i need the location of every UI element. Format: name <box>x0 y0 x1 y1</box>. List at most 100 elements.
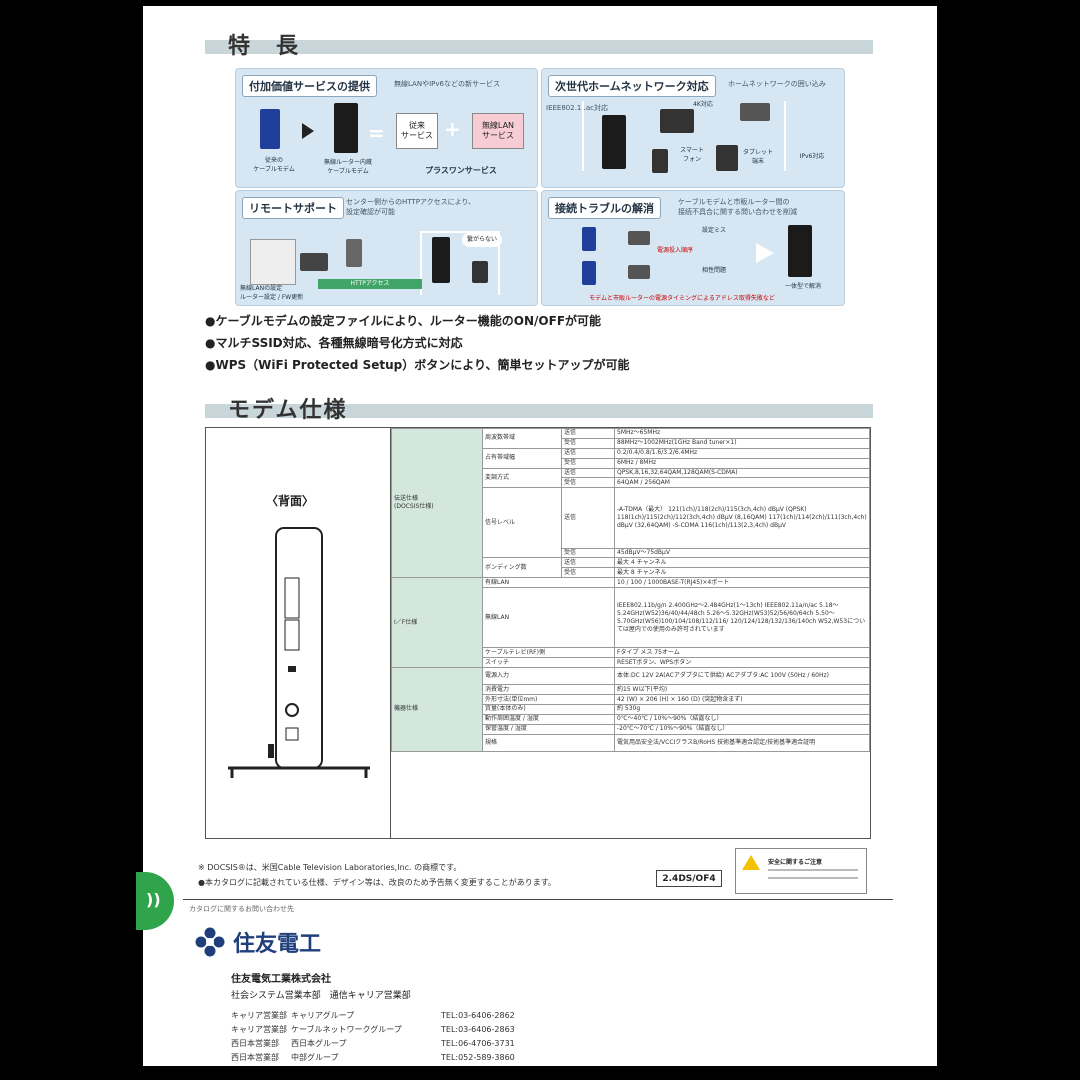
spec-value: IEEE802.11b/g/n 2.400GHz～2.484GHz(1～13ch… <box>614 587 870 649</box>
contact-tel: TEL:06-4706-3731 <box>441 1039 515 1048</box>
features-section-bar <box>205 40 873 54</box>
panel-title: 次世代ホームネットワーク対応 <box>548 75 716 97</box>
spec-item: 消費電力 <box>482 684 615 696</box>
spec-item: 質量(本体のみ) <box>482 704 615 715</box>
router-label: 無線ルーター内蔵 ケーブルモデム <box>323 159 372 175</box>
contact-row: キャリア営業部キャリアグループ TEL:03-6406-2862 <box>231 1010 515 1021</box>
panel-title: 接続トラブルの解消 <box>548 197 661 219</box>
ieee-label: IEEE802.11ac対応 <box>546 104 608 112</box>
contact-group: キャリアグループ <box>291 1011 355 1020</box>
panel-connection-trouble: 接続トラブルの解消 ケーブルモデムと市販ルーター間の 接続不具合に関する問い合わ… <box>541 190 845 306</box>
spec-item: 外形寸法(単位mm) <box>482 694 615 706</box>
arrow-right-icon <box>302 123 314 139</box>
department-name: 社会システム営業本部 通信キャリア営業部 <box>231 991 411 1001</box>
spec-value: 約 530g <box>614 704 870 715</box>
router-modem-icon <box>334 103 358 153</box>
spec-value: 88MHz～1002MHz(1GHz Band tuner×1) <box>614 437 870 449</box>
contact-group: ケーブルネットワークグループ <box>291 1025 402 1034</box>
router-icon <box>602 115 626 169</box>
house-outline <box>582 101 786 171</box>
modem-rear-drawing <box>228 527 370 778</box>
server-icon <box>346 239 362 267</box>
result-label: 一体型で解消 <box>784 283 821 290</box>
contact-dept: 西日本営業部 <box>231 1053 279 1062</box>
spec-value: 42 (W) × 206 (H) × 160 (D) (突起物含まず) <box>614 694 870 706</box>
cable-modem-icon <box>260 109 280 149</box>
panel-title: リモートサポート <box>242 197 344 219</box>
inquiry-label: カタログに関するお問い合わせ先 <box>189 905 294 913</box>
panel-remote-support: リモートサポート センター側からのHTTPアクセスにより、 設定確認が可能 繋が… <box>235 190 538 306</box>
spec-row: 機器仕様電源入力本体:DC 12V 2A(ACアダプタにて供給) ACアダプタ:… <box>391 667 870 752</box>
laptop-icon <box>740 103 770 121</box>
spec-item: 保管温度 / 湿度 <box>482 723 615 735</box>
spec-section-bar <box>205 404 873 418</box>
spec-value: 5MHz～65MHz <box>614 428 870 439</box>
house-outline <box>420 231 500 295</box>
logo-name: 住友電工 <box>233 932 322 957</box>
existing-service-box: 従来 サービス <box>396 113 438 149</box>
speech-bubble: 繋がらない <box>462 233 502 247</box>
warning-line <box>768 877 858 879</box>
spec-subitem: 受信 <box>561 567 615 579</box>
footnote: ●本カタログに記載されている仕様、デザイン等は、改良のため予告無く変更することが… <box>198 878 556 887</box>
spec-item: 信号レベル <box>482 487 562 559</box>
cause-label: 電源投入順序 <box>656 247 693 254</box>
tablet-icon <box>472 261 488 283</box>
spec-value: 45dBμV～75dBμV <box>614 547 870 559</box>
spec-item: 規格 <box>482 733 615 752</box>
cause-label: 相性問題 <box>701 267 726 274</box>
tv-icon <box>660 109 694 133</box>
wireless-lan-service-box: 無線LAN サービス <box>472 113 524 149</box>
safety-warning-box: 安全に関するご注意 <box>735 848 867 894</box>
spec-value: 最大 4 チャンネル <box>614 557 870 569</box>
spec-value: 最大 8 チャンネル <box>614 567 870 579</box>
ipv6-label: IPv6対応 <box>799 153 825 160</box>
spec-item: 有線LAN <box>482 577 615 589</box>
spec-subitem: 受信 <box>561 477 615 489</box>
contact-tel: TEL:03-6406-2863 <box>441 1025 515 1034</box>
smartphone-icon <box>652 149 668 173</box>
model-code-badge: 2.4DS/OF4 <box>656 870 722 887</box>
router-modem-icon <box>788 225 812 277</box>
panel-title: 付加価値サービスの提供 <box>242 75 377 97</box>
contact-group: 中部グループ <box>291 1053 339 1062</box>
equals-icon: = <box>368 121 385 145</box>
panel-note: ケーブルモデムと市販ルーター間の 接続不具合に関する問い合わせを削減 <box>678 198 797 216</box>
spec-subitem: 受信 <box>561 457 615 469</box>
divider <box>183 899 893 900</box>
footnote: ※ DOCSIS®は、米国Cable Television Laboratori… <box>198 863 462 872</box>
tablet-icon <box>716 145 738 171</box>
router-icon <box>628 265 650 279</box>
modem-label: 従来の ケーブルモデム <box>253 157 295 173</box>
spec-item: ケーブルテレビ(RF)側 <box>482 647 615 659</box>
spec-row: 信号レベル送信-A-TDMA（最大） 121(1ch)/118(2ch)/115… <box>392 487 870 559</box>
spec-item: 占有帯域幅 <box>482 447 562 469</box>
spec-subitem: 受信 <box>561 547 615 559</box>
plus-icon: + <box>444 117 461 141</box>
panel-note: ホームネットワークの囲い込み <box>728 80 826 88</box>
spec-category: I／F仕様 <box>391 577 483 669</box>
spec-subitem: 送信 <box>561 428 615 439</box>
contact-tel: TEL:03-6406-2862 <box>441 1011 515 1020</box>
spec-value: 電気用品安全法/VCCIクラスB/RoHS 技術基準適合認定/技術基準適合証明 <box>614 733 870 752</box>
modem-icon <box>582 227 596 251</box>
spec-value: -20℃～70℃ / 10%～90%（結露なし） <box>614 723 870 735</box>
spec-item: 動作周囲温度 / 湿度 <box>482 713 615 725</box>
bullet-item: ●WPS（WiFi Protected Setup）ボタンにより、簡単セットアッ… <box>205 358 630 372</box>
catalog-page: 特 長 付加価値サービスの提供 無線LANやIPv6などの新サービス 従来の ケ… <box>143 6 937 1066</box>
spec-category: 機器仕様 <box>391 667 483 752</box>
rear-view-column: 〈背面〉 <box>206 428 391 838</box>
spec-value: 6MHz / 8MHz <box>614 457 870 469</box>
spec-value: QPSK,8,16,32,64QAM,128QAM(S-CDMA) <box>614 467 870 479</box>
contact-dept: キャリア営業部 <box>231 1011 287 1020</box>
settings-screen-icon <box>250 239 296 285</box>
plus-one-service-label: プラスワンサービス <box>425 166 497 175</box>
spec-item: 変調方式 <box>482 467 562 489</box>
